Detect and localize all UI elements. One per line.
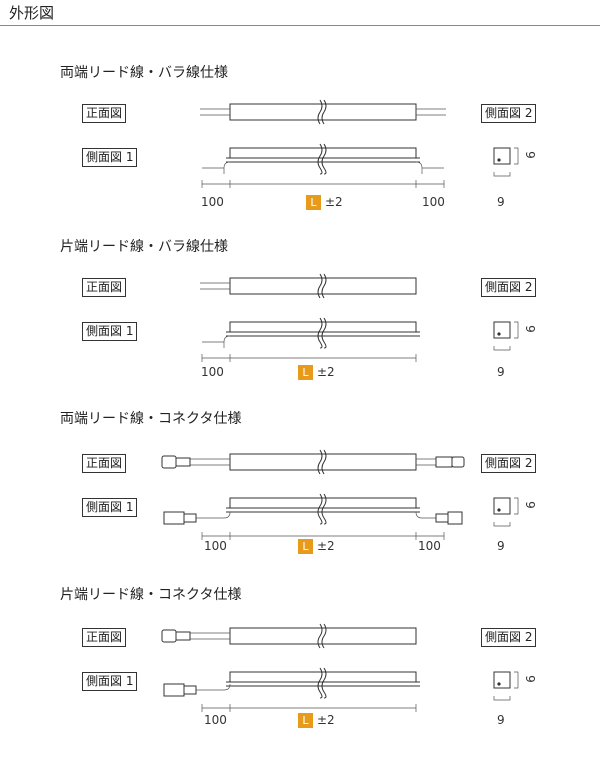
- side-view-1-label: 側面図 1: [82, 672, 138, 691]
- length-badge: L: [298, 713, 313, 728]
- lead-left-dim: 100: [201, 195, 224, 209]
- section-single-loose: 片端リード線・バラ線仕様 正面図 側面図 2 側面図 1 9 100 L ±2 …: [0, 236, 600, 406]
- section-title: 両端リード線・バラ線仕様: [60, 65, 228, 81]
- title-divider: [0, 25, 600, 26]
- lead-left-dim: 100: [204, 539, 227, 553]
- front-view-label: 正面図: [82, 454, 127, 473]
- section-both-loose: 両端リード線・バラ線仕様 正面図 側面図 2 側面図 1 9 100 L ±2 …: [0, 62, 600, 232]
- length-badge: L: [298, 539, 313, 554]
- front-view-label: 正面図: [82, 104, 127, 123]
- width-dim: 9: [497, 539, 505, 553]
- side-view-1-label: 側面図 1: [82, 322, 138, 341]
- tolerance: ±2: [325, 195, 343, 209]
- section-single-connector: 片端リード線・コネクタ仕様 正面図 側面図 2 側面図 1 9 100 L ±2…: [0, 584, 600, 754]
- section-title: 両端リード線・コネクタ仕様: [60, 411, 242, 427]
- section-title: 片端リード線・バラ線仕様: [60, 239, 228, 255]
- drawing-front-side: [161, 623, 519, 712]
- side-view-2-label: 側面図 2: [481, 628, 537, 647]
- tolerance: ±2: [317, 539, 335, 553]
- height-dim: 9: [522, 675, 537, 683]
- front-view-label: 正面図: [82, 278, 127, 297]
- tolerance: ±2: [317, 713, 335, 727]
- side-view-2-label: 側面図 2: [481, 104, 537, 123]
- width-dim: 9: [497, 365, 505, 379]
- section-both-connector: 両端リード線・コネクタ仕様 正面図 側面図 2 側面図 1 9 100 L: [0, 408, 600, 578]
- section-title: 片端リード線・コネクタ仕様: [60, 587, 242, 603]
- front-view-label: 正面図: [82, 628, 127, 647]
- height-dim: 9: [522, 151, 537, 159]
- page-title: 外形図: [9, 4, 55, 22]
- lead-right-dim: 100: [422, 195, 445, 209]
- drawing-front-side: [200, 99, 519, 188]
- lead-left-dim: 100: [204, 713, 227, 727]
- side-view-2-label: 側面図 2: [481, 454, 537, 473]
- side-view-1-label: 側面図 1: [82, 498, 138, 517]
- width-dim: 9: [497, 195, 505, 209]
- lead-left-dim: 100: [201, 365, 224, 379]
- height-dim: 9: [522, 325, 537, 333]
- length-badge: L: [306, 195, 321, 210]
- lead-right-dim: 100: [418, 539, 441, 553]
- drawing-front-side: [161, 449, 519, 540]
- tolerance: ±2: [317, 365, 335, 379]
- drawing-front-side: [200, 273, 519, 362]
- side-view-2-label: 側面図 2: [481, 278, 537, 297]
- height-dim: 9: [522, 501, 537, 509]
- side-view-1-label: 側面図 1: [82, 148, 138, 167]
- length-badge: L: [298, 365, 313, 380]
- width-dim: 9: [497, 713, 505, 727]
